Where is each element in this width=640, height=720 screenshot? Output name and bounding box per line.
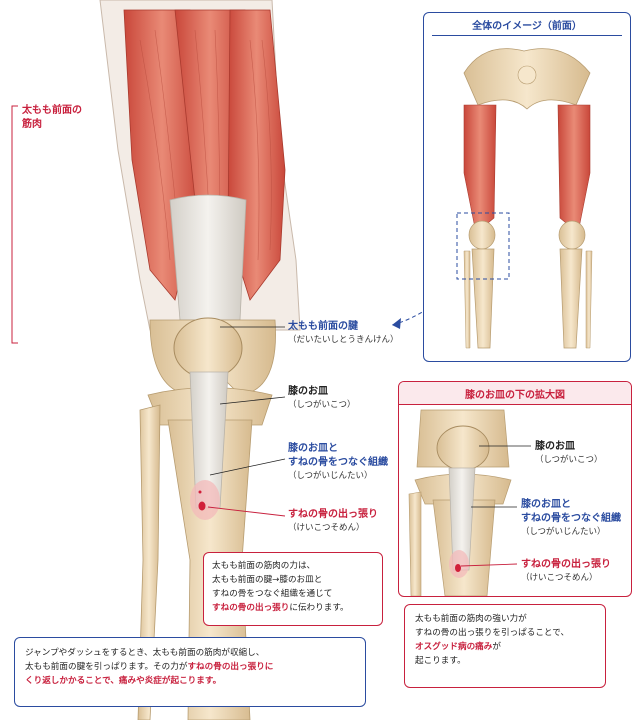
zoom-ligament-reading: （しつがいじんたい） [521,527,606,537]
force-line4-rest: に伝わります。 [289,603,349,613]
overview-panel-title: 全体のイメージ（前面） [472,21,582,32]
main-label: 太もも前面の 筋肉 [22,104,82,132]
tuberosity-marker [198,501,206,511]
zoom-patella-label: 膝のお皿 （しつがいこつ） [535,440,603,466]
overview-panel: 全体のイメージ（前面） [423,12,631,362]
zoom-patella-title: 膝のお皿 [535,441,575,452]
osgood-line3-rest: が [492,642,501,652]
ligament-label-reading: （しつがいじんたい） [288,471,373,481]
left-shin [471,248,495,349]
zoom-patella-reading: （しつがいこつ） [535,455,603,465]
summary-line2-emphasis: すねの骨の出っ張りに [187,662,274,672]
summary-line3-emphasis: くり返しかかることで、痛みや炎症が起こります。 [25,676,222,686]
zoom-tuberosity-reading: （けいこつそめん） [521,573,598,583]
main-label-line2: 筋肉 [22,119,42,130]
force-line4-emphasis: すねの骨の出っ張り [212,603,290,613]
tuberosity-label-title: すねの骨の出っ張り [288,509,378,520]
ligament-label-line1: 膝のお皿と [288,443,338,454]
zoom-panel: 膝のお皿の下の拡大図 膝のお皿 （しつがいこつ） 膝のお皿と すねの骨をつなぐ組… [398,381,632,597]
osgood-line2: すねの骨の出っ張りを引っぱることで、 [415,628,570,638]
right-shin [559,248,583,349]
quadriceps-tendon [169,194,247,321]
overview-title-divider [432,35,622,36]
summary-line1: ジャンプやダッシュをするとき、太もも前面の筋肉が収縮し、 [25,648,265,658]
tendon-label: 太もも前面の腱 （だいたいしとうきんけん） [288,320,399,346]
tendon-label-reading: （だいたいしとうきんけん） [288,335,399,345]
main-label-line1: 太もも前面の [22,105,82,116]
patella-label: 膝のお皿 （しつがいこつ） [288,385,356,411]
force-line3: すねの骨をつなぐ組織を通じて [212,589,333,599]
muscle-bracket [11,105,18,344]
left-thigh-muscle [463,104,497,234]
summary-box: ジャンプやダッシュをするとき、太もも前面の筋肉が収縮し、 太もも前面の腱を引っぱ… [14,637,366,707]
osgood-line3-emphasis: オスグッド病の痛み [415,642,493,652]
osgood-line4: 起こります。 [415,656,466,666]
tendon-label-title: 太もも前面の腱 [288,321,358,332]
tuberosity-label-reading: （けいこつそめん） [288,523,365,533]
ligament-label-line2: すねの骨をつなぐ組織 [288,457,388,468]
ligament-label: 膝のお皿と すねの骨をつなぐ組織 （しつがいじんたい） [288,442,388,482]
zoom-panel-title: 膝のお皿の下の拡大図 [465,390,565,401]
zoom-knee-illustration [408,409,531,596]
osgood-line1: 太もも前面の筋肉の強い力が [415,614,527,624]
summary-line2-pre: 太もも前面の腱を引っぱります。その力が [25,662,188,672]
force-line2: 太もも前面の腱→膝のお皿と [212,575,323,585]
zoom-ligament-line2: すねの骨をつなぐ組織 [521,513,621,524]
zoom-panel-header [399,382,631,405]
osgood-explanation-box: 太もも前面の筋肉の強い力が すねの骨の出っ張りを引っぱることで、 オスグッド病の… [404,604,606,688]
zoom-tuberosity-label: すねの骨の出っ張り （けいこつそめん） [521,558,611,584]
full-legs-illustration [456,48,593,349]
patella-label-reading: （しつがいこつ） [288,400,356,410]
tibial-tuberosity [190,480,220,520]
knee-focus-box [456,212,510,280]
patella-label-title: 膝のお皿 [288,386,328,397]
right-thigh-muscle [557,104,591,234]
zoom-tuberosity-title: すねの骨の出っ張り [521,559,611,570]
force-line1: 太もも前面の筋肉の力は、 [212,561,316,571]
zoom-ligament-line1: 膝のお皿と [521,499,571,510]
force-explanation-box: 太もも前面の筋肉の力は、 太もも前面の腱→膝のお皿と すねの骨をつなぐ組織を通じ… [203,552,383,626]
zoom-ligament-label: 膝のお皿と すねの骨をつなぐ組織 （しつがいじんたい） [521,498,621,538]
tuberosity-label: すねの骨の出っ張り （けいこつそめん） [288,508,378,534]
